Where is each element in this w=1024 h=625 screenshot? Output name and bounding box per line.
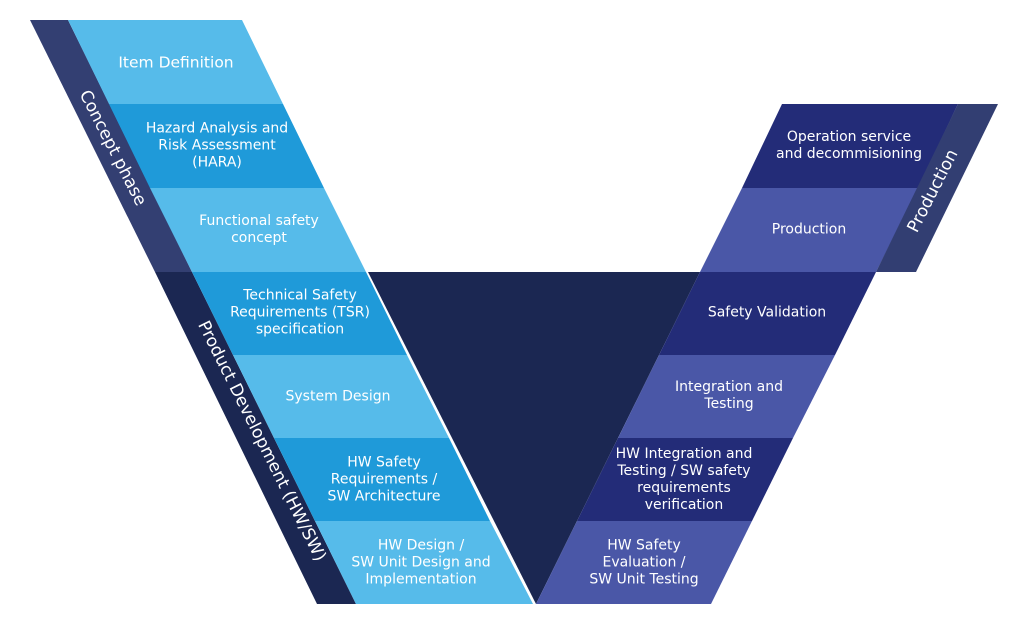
- step-hara-box: [109, 104, 324, 188]
- product-development-band: [155, 272, 356, 604]
- step-system-design-box: [233, 355, 449, 438]
- step-hw-safety-requirements-box: [274, 438, 490, 521]
- inner-v-shape: [368, 272, 700, 604]
- step-hw-design-box: [315, 521, 533, 604]
- step-integration-testing-box: [618, 355, 835, 438]
- step-operation-service-box: [742, 104, 958, 188]
- step-safety-validation-box: [659, 272, 876, 355]
- production-band: [876, 104, 998, 272]
- concept-phase-band: [30, 20, 192, 272]
- step-hw-safety-evaluation-box: [536, 521, 752, 604]
- step-functional-safety-concept-box: [150, 188, 366, 272]
- step-production-box: [700, 188, 918, 272]
- step-item-definition-box: [68, 20, 283, 104]
- step-tsr-specification-box: [192, 272, 407, 355]
- step-hw-integration-testing-box: [577, 438, 793, 521]
